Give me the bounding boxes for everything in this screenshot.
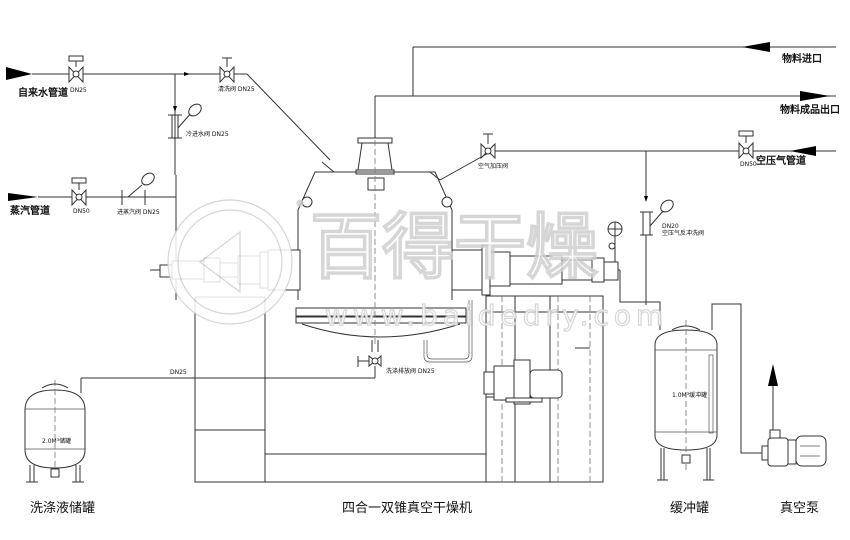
wash-return-line: DN25 [80, 366, 376, 393]
air-pressure-valve[interactable]: 空气加压阀 [478, 133, 508, 170]
tap-water-label: 自来水管道 [18, 86, 68, 99]
material-inlet-label: 物料进口 [782, 52, 822, 65]
wash-drain-valve[interactable]: 洗涤排放阀 DN25 [357, 354, 435, 375]
buffer-tank-capacity-label: 1.0M³缓冲罐 [672, 391, 707, 399]
watermark-registered: ® [296, 199, 304, 208]
cooling-water-branch [173, 74, 177, 175]
wash-tank-capacity-label: 2.0M³储罐 [42, 437, 71, 445]
steam-dn-label: DN50 [73, 208, 90, 215]
steam-control-valve[interactable]: DN50 [71, 177, 90, 215]
wash-liquid-tank: 2.0M³储罐 [24, 380, 86, 483]
pressure-gauge [607, 221, 623, 262]
backflush-valve[interactable]: DN20 空压气反冲洗阀 [640, 198, 704, 237]
tap-water-inlet-arrow [6, 67, 32, 80]
gear-motor [483, 359, 563, 405]
tap-water-dn-label: DN25 [70, 87, 87, 94]
tap-water-control-valve[interactable]: DN25 [68, 55, 87, 94]
steam-inlet-valve[interactable]: 进蒸汽阀 DN25 [117, 171, 160, 216]
tap-water-pipeline: 自来水管道 [6, 67, 331, 161]
buffer-tank-label: 缓冲罐 [670, 501, 709, 516]
steam-inlet-arrow [8, 193, 38, 201]
wash-line-dn-label: DN25 [170, 369, 187, 376]
cooling-water-valve-label: 冷进水阀 DN25 [186, 130, 229, 138]
right-shaft-assembly [451, 244, 620, 296]
cooling-water-valve[interactable]: 冷进水阀 DN25 [168, 102, 229, 139]
compressed-air-pipeline: 空压气管道 [439, 146, 836, 202]
vacuum-pump-label: 真空泵 [780, 501, 819, 516]
flushing-valve[interactable]: 清洗阀 DN25 [218, 57, 255, 93]
watermark: ® 百得干燥 www.baidedry.com [167, 198, 668, 333]
watermark-url: www.baidedry.com [325, 299, 668, 332]
material-inlet-pipeline: 物料进口 [412, 42, 836, 96]
steam-inlet-valve-label: 进蒸汽阀 DN25 [117, 208, 160, 216]
product-outlet-label: 物料成品出口 [780, 103, 840, 116]
compressed-air-dn-label: DN50 [740, 161, 757, 168]
air-pressure-valve-label: 空气加压阀 [478, 162, 508, 170]
buffer-tank: 1.0M³缓冲罐 [654, 320, 718, 481]
flushing-valve-label: 清洗阀 DN25 [218, 85, 255, 93]
compressed-air-label: 空压气管道 [756, 154, 806, 167]
compressed-air-control-valve[interactable]: DN50 [738, 130, 757, 168]
watermark-brand: 百得干燥 [310, 205, 599, 289]
backflush-dn-label: DN20 [662, 223, 679, 230]
double-cone-dryer [295, 137, 467, 352]
product-outlet-pipeline: 物料成品出口 [374, 91, 840, 140]
wash-drain-valve-label: 洗涤排放阀 DN25 [386, 367, 435, 375]
dryer-label: 四合一双锥真空干燥机 [342, 501, 472, 516]
vacuum-pump [761, 364, 827, 467]
exhaust-arrow [768, 364, 778, 386]
wash-tank-label: 洗涤液储罐 [30, 501, 95, 516]
backflush-valve-label: 空压气反冲洗阀 [662, 229, 704, 237]
steam-label: 蒸汽管道 [10, 204, 50, 217]
steam-pipeline: 蒸汽管道 [8, 193, 176, 217]
